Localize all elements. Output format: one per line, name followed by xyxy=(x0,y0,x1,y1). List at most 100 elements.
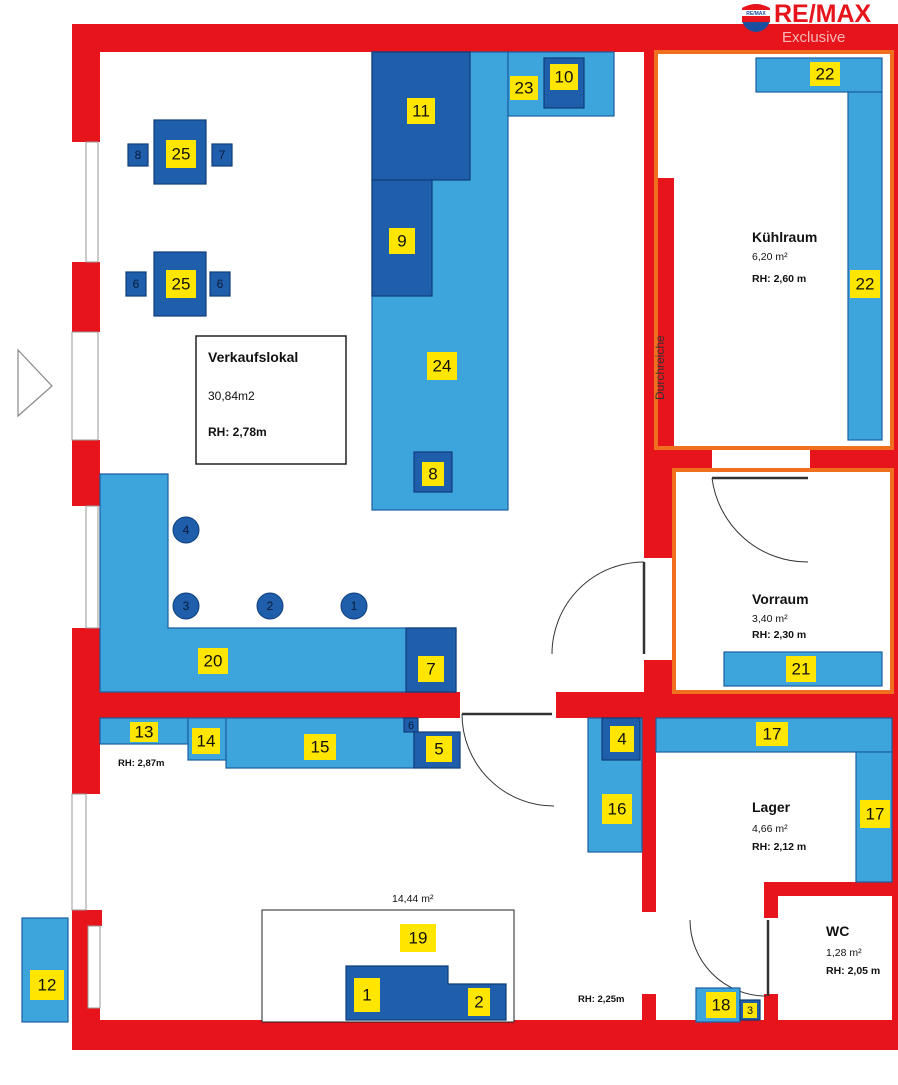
durchreiche-label: Durchreiche xyxy=(653,335,667,400)
wall-v-upper xyxy=(644,52,656,180)
wall-kuehl-divider-a xyxy=(656,448,712,470)
shelf-22-right xyxy=(847,91,883,441)
window-3 xyxy=(85,505,99,629)
vorraum-name: Vorraum xyxy=(752,591,809,607)
logo-brand: RE/MAX xyxy=(774,0,872,28)
window-1 xyxy=(85,141,99,263)
stool-label-4: 4 xyxy=(183,523,190,537)
chair-6-b xyxy=(209,271,231,297)
tag-15: 15 xyxy=(311,738,330,757)
windows xyxy=(71,141,101,1009)
verkauf-label-box xyxy=(195,335,347,465)
tag-18: 18 xyxy=(712,996,731,1015)
lager-name: Lager xyxy=(752,799,791,815)
vorraum-area: 3,40 m² xyxy=(752,613,788,625)
room-vorraum: Vorraum 3,40 m² RH: 2,30 m xyxy=(752,591,809,641)
stool-1 xyxy=(340,592,368,620)
kuehl-name: Kühlraum xyxy=(752,229,817,245)
chair-7 xyxy=(211,143,233,167)
chair-label-8: 8 xyxy=(135,148,142,162)
kuehl-height: RH: 2,60 m xyxy=(752,273,806,285)
door-wc-arc xyxy=(689,919,767,997)
stool-label-1: 1 xyxy=(351,599,358,613)
walls xyxy=(72,24,898,1050)
lager-height: RH: 2,12 m xyxy=(752,841,806,853)
tag-10: 10 xyxy=(555,68,574,87)
chair-label-6b: 6 xyxy=(217,277,224,291)
lower-area: 14,44 m² xyxy=(392,893,434,905)
tag-5: 5 xyxy=(434,740,443,759)
tag-25a: 25 xyxy=(172,145,191,164)
tag-16: 16 xyxy=(608,800,627,819)
tag-13: 13 xyxy=(135,723,154,742)
room-lager: Lager 4,66 m² RH: 2,12 m xyxy=(752,799,806,853)
kuehl-area: 6,20 m² xyxy=(752,251,788,263)
wall-left-3 xyxy=(72,440,100,506)
remax-logo: RE/MAX RE/MAX Exclusive xyxy=(742,0,872,46)
stool-3 xyxy=(172,592,200,620)
verkauf-name: Verkaufslokal xyxy=(208,349,298,365)
tag-22b: 22 xyxy=(856,275,875,294)
chair-8 xyxy=(127,143,149,167)
balloon-text: RE/MAX xyxy=(746,11,766,17)
tag-3: 3 xyxy=(747,1005,753,1017)
furniture xyxy=(21,51,893,1023)
tag-14: 14 xyxy=(197,732,216,751)
room-wc: WC 1,28 m² RH: 2,05 m xyxy=(826,923,880,977)
tag-2: 2 xyxy=(474,993,483,1012)
room-verkauf: Verkaufslokal 30,84m2 RH: 2,78m xyxy=(195,335,347,465)
vorraum-frame xyxy=(672,468,894,694)
wall-left-2 xyxy=(72,262,100,332)
room-kuehl: Kühlraum 6,20 m² RH: 2,60 m xyxy=(752,229,817,285)
wall-lager-left xyxy=(642,716,656,912)
stool-label-3: 3 xyxy=(183,599,190,613)
lower-height-left: RH: 2,87m xyxy=(118,758,164,769)
tag-7: 7 xyxy=(426,660,435,679)
window-5 xyxy=(87,925,101,1009)
wall-right xyxy=(892,24,898,1050)
tag-20: 20 xyxy=(204,652,223,671)
wall-durchreiche xyxy=(644,178,674,558)
tag-6: 6 xyxy=(408,720,414,732)
stool-label-2: 2 xyxy=(267,599,274,613)
wall-kuehl-divider-b xyxy=(810,448,898,470)
door-kuehl-arc xyxy=(711,477,809,563)
kuehlraum-frame xyxy=(654,50,894,450)
wc-height: RH: 2,05 m xyxy=(826,965,880,977)
wall-mid-right xyxy=(556,692,898,718)
stool-4 xyxy=(172,516,200,544)
chair-6-a xyxy=(125,271,147,297)
tag-12: 12 xyxy=(38,976,57,995)
wall-lager-left-b xyxy=(642,994,656,1024)
wall-wc-top xyxy=(764,882,898,896)
wall-wc-left-b xyxy=(764,994,778,1024)
verkauf-height: RH: 2,78m xyxy=(208,425,267,439)
chair-label-7: 7 xyxy=(219,148,226,162)
wall-nub xyxy=(72,910,102,926)
wall-top xyxy=(72,24,898,52)
vorraum-height: RH: 2,30 m xyxy=(752,629,806,641)
wall-bottom xyxy=(72,1020,898,1050)
bar-stools: 4 3 2 1 xyxy=(172,516,368,620)
tag-21: 21 xyxy=(792,660,811,679)
verkauf-area: 30,84m2 xyxy=(208,389,255,403)
tag-23: 23 xyxy=(515,79,534,98)
unit-6 xyxy=(403,717,419,733)
unit-1-2 xyxy=(345,965,507,1021)
tag-22a: 22 xyxy=(816,65,835,84)
tag-25b: 25 xyxy=(172,275,191,294)
tag-19: 19 xyxy=(409,929,428,948)
tag-9: 9 xyxy=(397,232,406,251)
lower-height-right: RH: 2,25m xyxy=(578,994,624,1005)
chair-labels: 8 7 6 6 xyxy=(133,148,226,291)
tag-1: 1 xyxy=(362,986,371,1005)
wall-left-1 xyxy=(72,24,100,142)
unit-9 xyxy=(371,179,433,297)
lager-area: 4,66 m² xyxy=(752,823,788,835)
wall-v-lower xyxy=(644,660,674,716)
logo-sub: Exclusive xyxy=(782,29,845,46)
door-verkauf-arc xyxy=(551,561,645,655)
tag-11: 11 xyxy=(412,102,430,121)
tag-4: 4 xyxy=(617,730,626,749)
